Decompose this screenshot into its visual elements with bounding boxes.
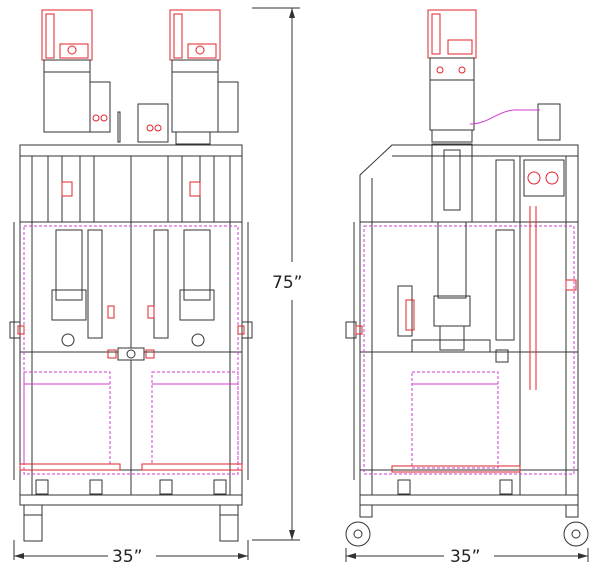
side-drum [391, 371, 521, 495]
front-frame [13, 144, 249, 506]
side-width-dimension [345, 548, 589, 562]
front-handles [9, 321, 253, 339]
side-frame [353, 144, 579, 506]
front-manifold [107, 347, 155, 361]
front-right-pump-head [137, 9, 239, 145]
height-label: 75” [272, 273, 302, 293]
side-pump [345, 143, 515, 363]
side-casters [345, 504, 589, 547]
front-drums [19, 371, 243, 495]
side-pump-head [427, 9, 561, 143]
front-width-label: 35” [112, 547, 142, 563]
front-view [9, 9, 253, 542]
front-right-pump [147, 155, 215, 347]
front-casters [23, 504, 239, 542]
front-left-pump [47, 155, 115, 347]
height-dimension [252, 7, 300, 541]
side-width-label: 35” [450, 547, 480, 563]
front-left-pump-head [41, 9, 121, 143]
front-width-dimension [13, 540, 249, 560]
side-view [345, 9, 589, 547]
